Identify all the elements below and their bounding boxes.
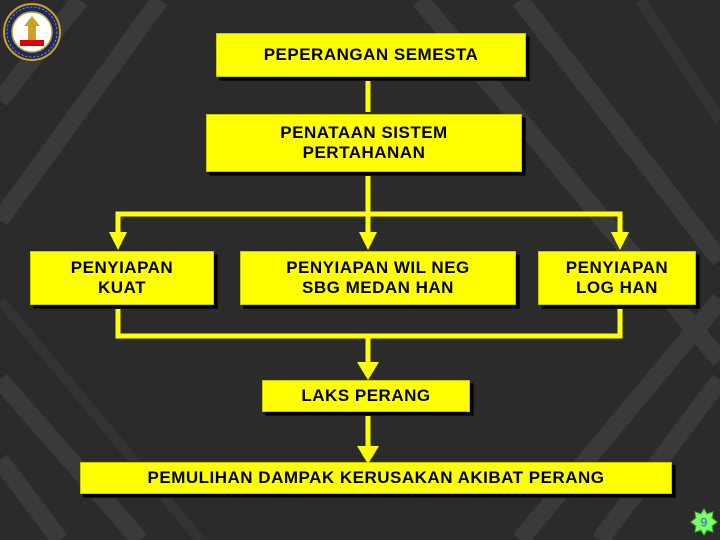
peperangan-semesta-label: PEPERANGAN SEMESTA	[263, 44, 479, 64]
penyiapan-wil-neg-box: PENYIAPAN WIL NEG SBG MEDAN HAN	[240, 251, 516, 305]
penyiapan-log-han-label: PENYIAPAN LOG HAN	[565, 257, 669, 297]
emblem-logo	[3, 3, 61, 61]
laks-perang-box: LAKS PERANG	[262, 380, 470, 412]
penyiapan-log-han-box: PENYIAPAN LOG HAN	[538, 251, 696, 305]
peperangan-semesta-box: PEPERANGAN SEMESTA	[216, 33, 526, 77]
penyiapan-kuat-label: PENYIAPAN KUAT	[70, 257, 174, 297]
pemulihan-dampak-box: PEMULIHAN DAMPAK KERUSAKAN AKIBAT PERANG	[80, 462, 672, 494]
penyiapan-kuat-box: PENYIAPAN KUAT	[30, 251, 214, 305]
pemulihan-dampak-label: PEMULIHAN DAMPAK KERUSAKAN AKIBAT PERANG	[147, 467, 605, 487]
page-number: 9	[701, 516, 708, 530]
laks-perang-label: LAKS PERANG	[301, 385, 431, 405]
page-number-badge: 9	[690, 508, 718, 536]
penataan-sistem-label: PENATAAN SISTEM PERTAHANAN	[280, 122, 448, 162]
penataan-sistem-box: PENATAAN SISTEM PERTAHANAN	[206, 114, 522, 172]
penyiapan-wil-neg-label: PENYIAPAN WIL NEG SBG MEDAN HAN	[286, 257, 470, 297]
